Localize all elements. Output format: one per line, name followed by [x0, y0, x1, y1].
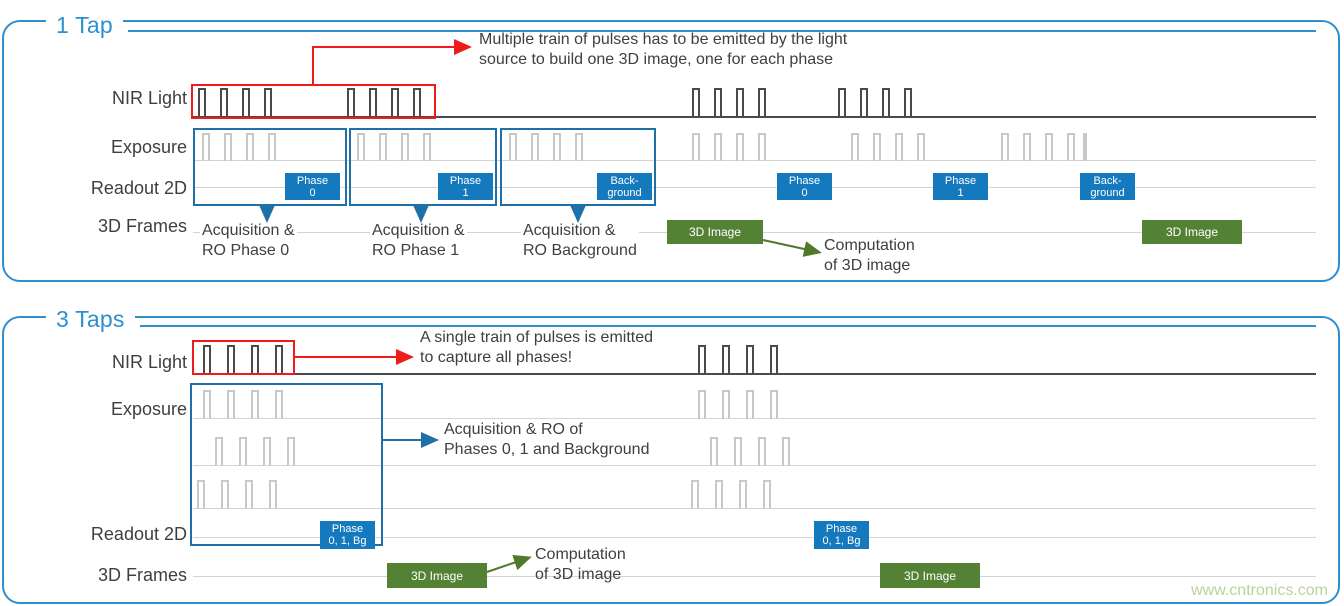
- watermark: www.cntronics.com: [1191, 582, 1328, 599]
- panel1-readout-box-3-line2: 0: [801, 186, 808, 199]
- panel2-readout-box-1-line2: 0, 1, Bg: [822, 535, 861, 547]
- panel2-readout-box-0-line2: 0, 1, Bg: [328, 535, 367, 547]
- panel2-acquisition-caption: Acquisition & RO of Phases 0, 1 and Back…: [444, 421, 650, 458]
- panel1-readout-box-0-line1: Phase: [296, 174, 329, 187]
- panel2-readout-box-0[interactable]: Phase 0, 1, Bg: [320, 521, 375, 549]
- panel1-row-label-nir-light: NIR Light: [111, 88, 187, 108]
- panel-three-taps: [2, 316, 1340, 604]
- panel2-nir-baseline: [193, 373, 1316, 375]
- panel-three-taps-title: 3 Taps: [46, 306, 135, 333]
- panel2-highlight-box: [192, 340, 295, 375]
- panel2-readout-box-0-line1: Phase: [331, 523, 364, 535]
- panel2-exposure-baseline-0: [193, 418, 1316, 419]
- panel-one-tap-title: 1 Tap: [46, 12, 123, 39]
- panel1-readout-box-4-line2: 1: [957, 186, 964, 199]
- panel1-frame-box-0[interactable]: 3D Image: [667, 220, 763, 244]
- panel2-frames-baseline: [193, 576, 1316, 577]
- panel1-readout-box-2-line2: ground: [607, 186, 642, 199]
- panel2-row-label-3d-frames: 3D Frames: [97, 565, 187, 585]
- panel2-acquisition-frame: [190, 383, 383, 546]
- panel1-row-label-3d-frames: 3D Frames: [97, 216, 187, 236]
- panel1-row-label-exposure: Exposure: [110, 137, 187, 157]
- panel1-readout-box-0[interactable]: Phase 0: [285, 173, 340, 200]
- panel1-readout-box-2[interactable]: Back- ground: [597, 173, 652, 200]
- panel1-acquisition-caption-2: Acquisition & RO Background: [521, 221, 639, 261]
- panel2-frame-box-0[interactable]: 3D Image: [387, 563, 487, 588]
- panel1-acquisition-caption-1: Acquisition & RO Phase 1: [370, 221, 467, 261]
- panel1-readout-box-3[interactable]: Phase 0: [777, 173, 832, 200]
- panel1-readout-box-4[interactable]: Phase 1: [933, 173, 988, 200]
- panel2-annotation: A single train of pulses is emitted to c…: [420, 329, 654, 366]
- panel2-exposure-baseline-2: [193, 508, 1316, 509]
- panel1-nir-baseline: [193, 116, 1316, 118]
- panel2-readout-baseline: [193, 537, 1316, 538]
- panel1-annotation: Multiple train of pulses has to be emitt…: [479, 31, 848, 68]
- panel2-readout-box-1[interactable]: Phase 0, 1, Bg: [814, 521, 869, 549]
- panel1-readout-box-1[interactable]: Phase 1: [438, 173, 493, 200]
- panel2-exposure-baseline-1: [193, 465, 1316, 466]
- panel1-exposure-baseline: [193, 160, 1316, 161]
- panel1-readout-box-5-line1: Back-: [1093, 174, 1122, 187]
- panel1-readout-box-3-line1: Phase: [788, 174, 821, 187]
- panel1-readout-box-1-line1: Phase: [449, 174, 482, 187]
- panel2-frame-box-1[interactable]: 3D Image: [880, 563, 980, 588]
- panel1-readout-box-5-line2: ground: [1090, 186, 1125, 199]
- panel1-readout-box-1-line2: 1: [462, 186, 469, 199]
- panel2-row-label-nir-light: NIR Light: [111, 352, 187, 372]
- panel1-readout-box-4-line1: Phase: [944, 174, 977, 187]
- panel1-row-label-readout-2d: Readout 2D: [90, 178, 187, 198]
- panel1-readout-box-0-line2: 0: [309, 186, 316, 199]
- panel2-row-label-readout-2d: Readout 2D: [90, 524, 187, 544]
- panel1-acquisition-caption-0: Acquisition & RO Phase 0: [200, 221, 297, 261]
- panel1-readout-baseline: [193, 187, 1316, 188]
- panel2-computation-note: Computation of 3D image: [535, 546, 626, 583]
- panel1-highlight-box: [191, 84, 436, 119]
- panel2-row-label-exposure: Exposure: [110, 399, 187, 419]
- panel1-computation-note: Computation of 3D image: [824, 237, 915, 274]
- panel1-frame-box-1[interactable]: 3D Image: [1142, 220, 1242, 244]
- panel1-readout-box-2-line1: Back-: [610, 174, 639, 187]
- panel2-readout-box-1-line1: Phase: [825, 523, 858, 535]
- panel1-readout-box-5[interactable]: Back- ground: [1080, 173, 1135, 200]
